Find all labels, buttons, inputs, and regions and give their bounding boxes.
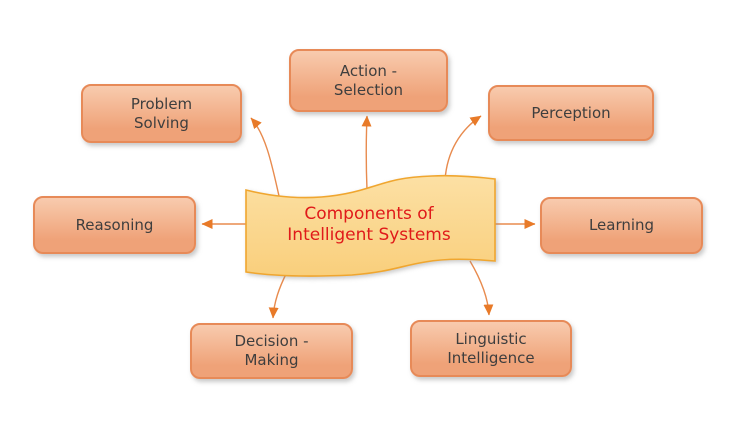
arrow-to-linguistic-intelligence (469, 260, 494, 316)
node-problem-solving: Problem Solving (81, 84, 242, 143)
node-label: Perception (531, 103, 611, 122)
arrow-to-decision-making (268, 271, 288, 319)
center-title-line2: Intelligent Systems (287, 225, 451, 245)
node-label: Linguistic Intelligence (447, 329, 535, 367)
node-learning: Learning (540, 197, 703, 254)
node-label: Decision - Making (234, 332, 309, 369)
center-title: Components of Intelligent Systems (248, 204, 490, 246)
node-label: Reasoning (75, 215, 154, 234)
node-perception: Perception (488, 85, 654, 141)
node-label: Learning (588, 216, 655, 234)
center-banner-shape (245, 174, 496, 277)
node-action-selection: Action - Selection (289, 49, 448, 112)
arrow-to-action-selection (361, 115, 372, 191)
node-decision-making: Decision - Making (190, 323, 353, 379)
node-reasoning: Reasoning (33, 196, 196, 254)
node-linguistic-intelligence: Linguistic Intelligence (410, 320, 572, 377)
node-label: Action - Selection (333, 61, 404, 99)
node-label: Problem Solving (130, 94, 193, 132)
center-title-line1: Components of (304, 204, 434, 224)
arrow-to-problem-solving (250, 117, 280, 197)
arrow-to-perception (444, 115, 482, 181)
